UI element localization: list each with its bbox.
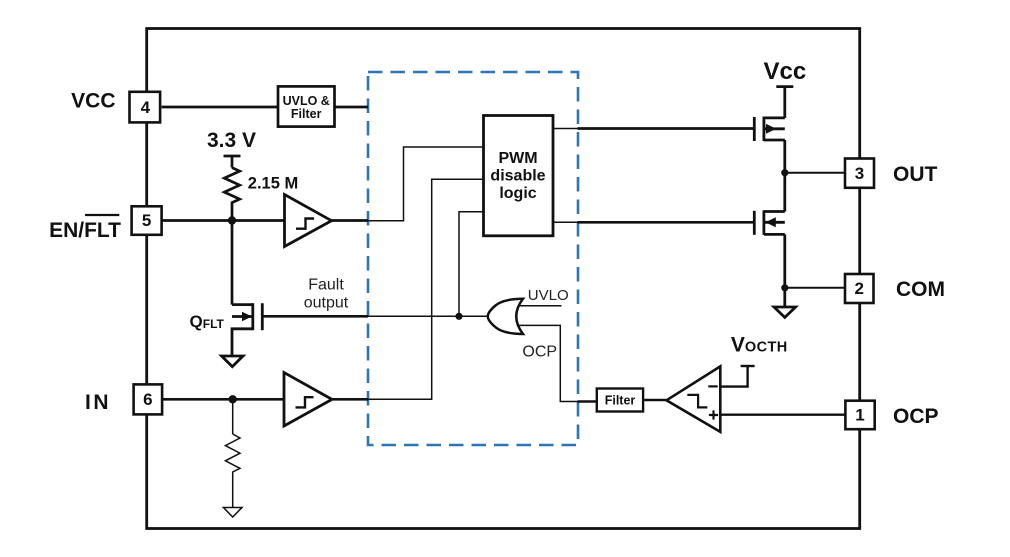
svg-text:5: 5 xyxy=(142,211,151,230)
svg-text:PWM: PWM xyxy=(498,150,537,167)
svg-text:Fault: Fault xyxy=(308,277,344,294)
svg-text:4: 4 xyxy=(141,98,151,117)
svg-text:QFLT: QFLT xyxy=(190,312,225,331)
svg-text:OUT: OUT xyxy=(893,163,938,186)
svg-text:OCP: OCP xyxy=(893,405,939,428)
svg-text:Filter: Filter xyxy=(605,394,636,408)
svg-text:logic: logic xyxy=(499,185,536,202)
svg-text:1: 1 xyxy=(855,406,864,425)
svg-text:UVLO: UVLO xyxy=(528,287,569,304)
svg-text:3.3 V: 3.3 V xyxy=(207,129,256,152)
svg-text:COM: COM xyxy=(896,278,945,301)
svg-text:2.15 M: 2.15 M xyxy=(248,175,298,193)
svg-text:VCC: VCC xyxy=(71,90,115,113)
svg-text:VOCTH: VOCTH xyxy=(731,334,788,357)
svg-text:output: output xyxy=(304,295,349,312)
svg-text:UVLO &: UVLO & xyxy=(283,94,330,108)
svg-text:OCP: OCP xyxy=(522,343,557,360)
svg-text:3: 3 xyxy=(855,164,864,183)
svg-text:Filter: Filter xyxy=(291,107,322,121)
svg-text:IN: IN xyxy=(85,391,111,414)
svg-text:EN/FLT: EN/FLT xyxy=(49,219,121,242)
svg-text:Vcc: Vcc xyxy=(764,58,807,85)
svg-text:disable: disable xyxy=(490,168,545,185)
svg-text:6: 6 xyxy=(143,390,152,409)
svg-text:2: 2 xyxy=(854,279,863,298)
